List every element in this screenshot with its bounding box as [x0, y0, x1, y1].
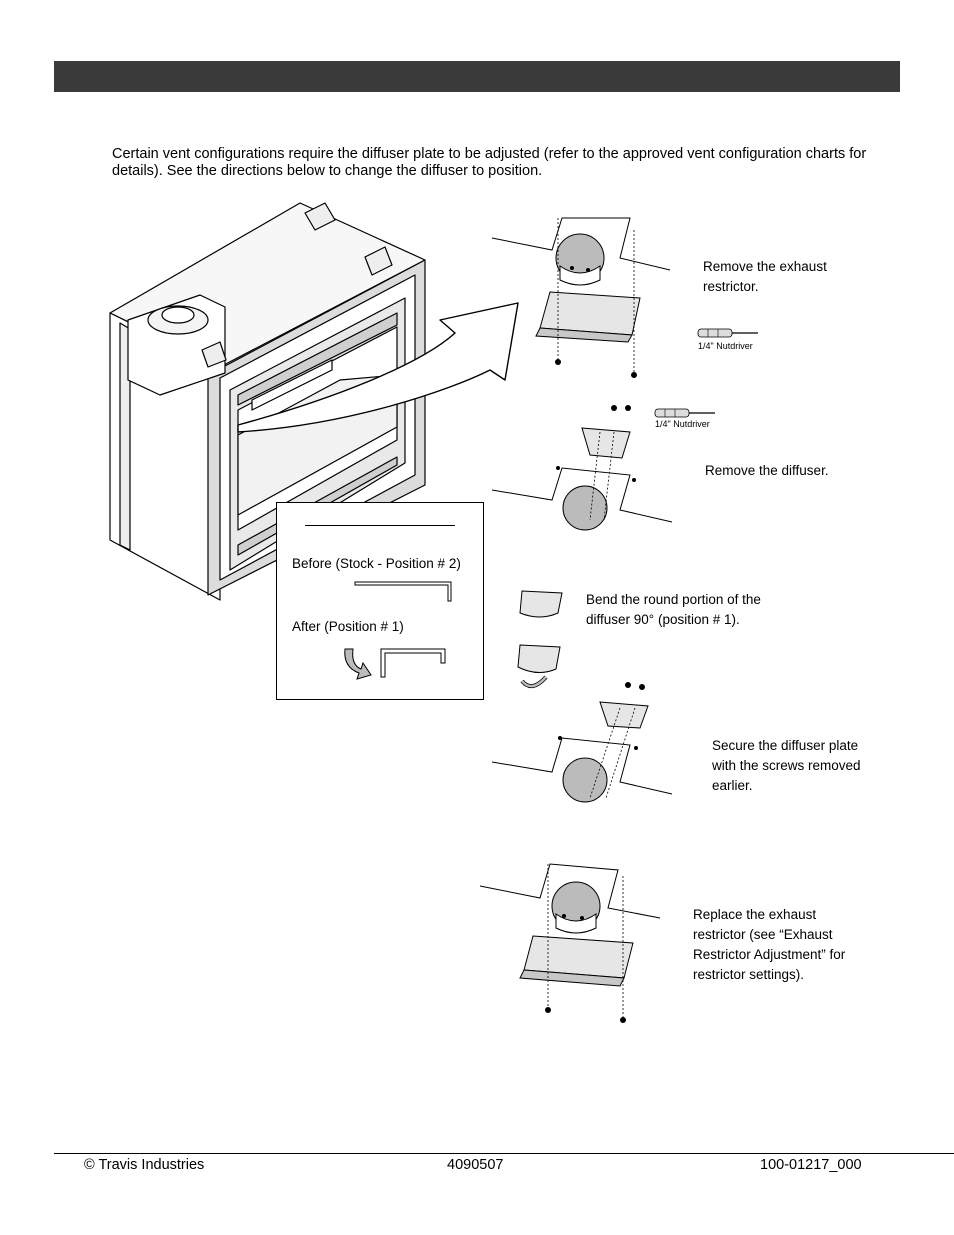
before-label: Before (Stock - Position # 2)	[292, 556, 461, 571]
step4-caption: Secure the diffuser plate with the screw…	[712, 738, 861, 793]
step5-caption: Replace the exhaust restrictor (see “Exh…	[693, 907, 846, 982]
nutdriver-icon	[654, 408, 715, 418]
footer-part-number: 100-01217_000	[760, 1157, 862, 1173]
diffuser-before-shape	[354, 581, 452, 602]
tool-label-nutdriver-1: 1/4" Nutdriver	[698, 341, 753, 351]
footer-doc-number: 4090507	[447, 1157, 504, 1173]
intro-paragraph: Certain vent configurations require the …	[112, 146, 867, 179]
step5-illustration	[479, 863, 661, 1023]
bend-arrow-icon	[344, 648, 372, 680]
step4-illustration	[491, 682, 673, 803]
inset-title-rule	[305, 525, 455, 526]
diffuser-after-shape	[380, 648, 446, 678]
step1-illustration	[491, 217, 671, 378]
step3-caption: Bend the round portion of the diffuser 9…	[586, 592, 761, 627]
tool-label-nutdriver-2: 1/4" Nutdriver	[655, 419, 710, 429]
section-header-bar	[54, 61, 900, 92]
footer-rule	[54, 1153, 954, 1154]
step3-illustration	[517, 590, 563, 689]
footer-copyright: © Travis Industries	[84, 1157, 205, 1173]
diffuser-position-inset: Before (Stock - Position # 2) After (Pos…	[276, 502, 484, 700]
nutdriver-icon	[697, 328, 758, 338]
after-label: After (Position # 1)	[292, 619, 404, 634]
step2-caption: Remove the diffuser.	[705, 463, 829, 478]
step1-caption: Remove the exhaust restrictor.	[703, 259, 827, 294]
step2-illustration	[491, 405, 673, 531]
